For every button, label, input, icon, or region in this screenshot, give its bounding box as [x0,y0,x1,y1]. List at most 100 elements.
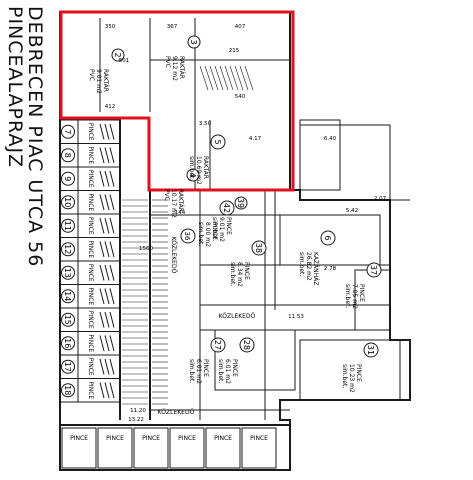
room-number: 27 [213,340,222,350]
room-number-circle [61,148,75,163]
room-number: 42 [222,203,231,213]
room-text: PINCE [358,284,365,302]
room-text: PVC [88,69,95,81]
room-number-circle [61,124,75,139]
dimension-label: 13.22 [128,417,144,423]
corridor-label: KÖZLEKEDŐ [219,313,256,320]
dimension-label: 11.53 [288,314,304,320]
bottom-cell-label: PINCE [250,435,268,442]
room-number-circle [61,171,75,186]
room-text: RAKTÁR [177,189,184,212]
corridor-label: KÖZLEKEDŐ [158,409,195,416]
room-number: 15 [63,315,72,325]
dimension-label: 4.17 [249,136,262,142]
room-label: PINCE [87,240,94,258]
room-text: 26.82 m2 [305,252,312,281]
room-text: 6.01 m2 [224,359,231,384]
room-number: 4 [188,172,197,177]
bottom-cell-label: PINCE [142,435,160,442]
title-line2: PINCEALAPRAJZ [4,6,26,169]
room-text: sim.bet. [188,359,195,383]
room-text: PINCE [243,262,250,280]
room-number: 13 [63,268,72,278]
room-text: 9.01 m2 [95,69,102,94]
room-number-circle [363,342,379,358]
room-label: PINCE [87,264,94,282]
room-text: RAKTÁR [202,156,209,179]
room-number: 2 [113,52,122,57]
highlight-outline [59,10,295,192]
room-text: sim.bet. [341,364,348,388]
dimension-label: 215 [229,48,240,54]
dimension-label: 501 [119,58,130,64]
room-text: PVC [163,189,170,201]
room-number-circle [61,312,75,327]
room-text: sim.bet. [217,359,224,383]
room-number-circle [366,262,382,278]
room-number: 31 [366,345,375,355]
room-text: KAZÁNHÁZ [312,252,319,285]
room-text: 9.12 m2 [171,56,178,81]
dimension-label: 540 [235,94,246,100]
dimension-label: 6.40 [324,136,337,142]
room-number-circle [234,196,248,210]
stair-circle [180,228,196,244]
room-number: 28 [242,340,251,350]
room-number: 18 [63,385,72,395]
room-label: PINCE [87,170,94,188]
title-line1: DEBRECEN PIAC UTCA 56 [24,6,46,268]
room-text: 7.05 m2 [351,284,358,309]
room-label: PINCE [87,311,94,329]
room-text: PINCE [202,359,209,377]
room-text: 8.00 m2 [204,222,211,247]
stair-label: 36 [183,232,191,241]
room-number: 37 [369,265,378,275]
room-number-circle [186,168,200,182]
room-number: 5 [213,139,222,144]
bottom-cell-label: PINCE [106,435,124,442]
room-text: sim.bet. [344,284,351,308]
room-number: 7 [63,129,72,134]
room-number-circle [61,195,75,210]
dimension-label: 2.78 [324,266,337,272]
room-number-circle [239,337,255,353]
room-label: PINCE [87,358,94,376]
room-text: RAKTÁR [178,56,185,79]
bottom-cell-label: PINCE [214,435,232,442]
room-number: 8 [63,153,72,158]
room-label: PINCE [87,334,94,352]
room-number-circle [61,265,75,280]
corridor-label: KÖZLEKEDŐ [170,237,177,274]
room-label: PINCE [87,217,94,235]
room-text: 10.17 m2 [170,189,177,218]
room-text: sim.bet. [211,217,218,241]
room-number: 6 [323,235,332,240]
room-text: 10.23 m2 [348,364,355,393]
room-number-circle [187,35,201,49]
room-number: 10 [63,197,72,207]
room-number-circle [210,337,226,353]
room-number: 11 [63,221,72,231]
room-text: sim.bet. [298,252,305,276]
room-text: sim.bet. [188,156,195,180]
room-number: 12 [63,244,72,254]
room-text: PINCE [211,222,218,240]
room-number: 3 [189,39,198,44]
room-number: 38 [254,243,263,253]
room-label: PINCE [87,146,94,164]
room-number-circle [61,242,75,257]
room-number: 9 [63,176,72,181]
dimension-label: 412 [105,104,116,110]
dimension-label: 1560 [139,246,153,252]
room-text: sim.bet. [197,222,204,246]
room-text: RAKTÁR [102,69,109,92]
dimension-label: 2.07 [374,196,387,202]
room-number-circle [61,336,75,351]
dimension-label: 407 [235,24,246,30]
room-label: PINCE [87,381,94,399]
room-text: 10.69 m2 [195,156,202,185]
room-text: 6.01 m2 [195,359,202,384]
room-text: 9.01 m2 [218,217,225,242]
dimension-label: 367 [167,24,178,30]
